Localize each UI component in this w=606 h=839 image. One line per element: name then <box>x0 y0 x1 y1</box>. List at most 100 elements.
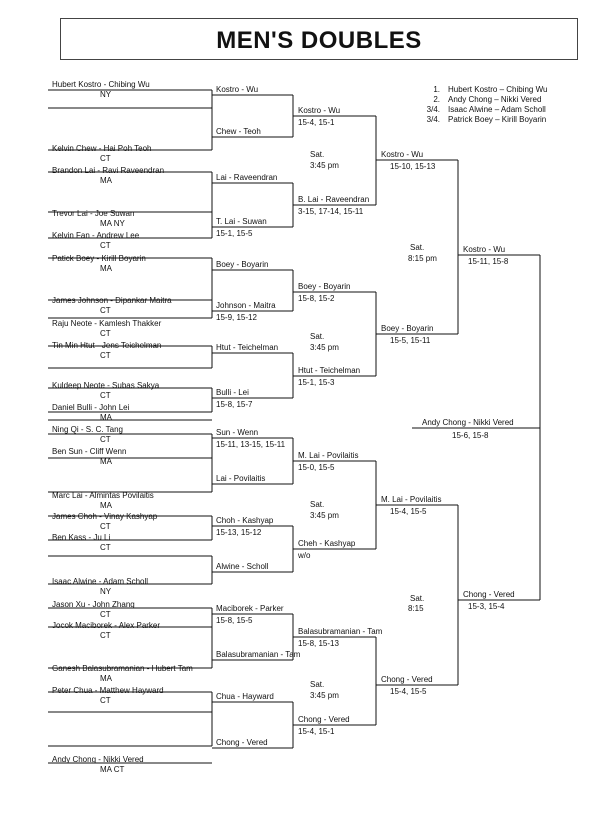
entry-region: MA <box>100 457 112 466</box>
seed-row: 1. Hubert Kostro – Chibing Wu <box>420 85 547 95</box>
seed-team: Hubert Kostro – Chibing Wu <box>448 85 548 94</box>
round2-score: 15-4, 15-1 <box>298 727 335 736</box>
round3-winner: Boey - Boyarin <box>381 324 434 333</box>
match-time-day: Sat. <box>310 150 325 159</box>
seed-rank: 3/4. <box>426 105 440 114</box>
round3-winner: Chong - Vered <box>381 675 433 684</box>
round1-score: 15-1, 15-5 <box>216 229 253 238</box>
entry-region: CT <box>100 435 111 444</box>
entry-team: Brandon Lai - Ravi Raveendran <box>52 166 165 175</box>
entry-region: NY <box>100 90 112 99</box>
entry-region: MA <box>100 501 112 510</box>
round3-winner: Kostro - Wu <box>381 150 424 159</box>
entry-region: MA <box>100 413 112 422</box>
entry-team: Ben Kass - Ju Li <box>52 533 111 542</box>
page-title: MEN'S DOUBLES <box>216 27 422 54</box>
entry-team: Ben Sun - Cliff Wenn <box>52 447 127 456</box>
entry-team: James Johnson - Dipankar Maitra <box>52 296 172 305</box>
round1-winner: Lai - Povilaitis <box>216 474 266 483</box>
entry-team: Jason Xu - John Zhang <box>52 600 135 609</box>
round3-score: 15-10, 15-13 <box>390 162 436 171</box>
entry-team: Ganesh Balasubramanian - Hubert Tam <box>52 664 193 673</box>
champion-name: Andy Chong - Nikki Vered <box>422 418 514 427</box>
entry-team: Patick Boey - Kirill Boyarin <box>52 254 146 263</box>
round2-winner: M. Lai - Povilaitis <box>298 451 359 460</box>
round1-score: 15-13, 15-12 <box>216 528 262 537</box>
round2-score: 15-0, 15-5 <box>298 463 335 472</box>
round2-winner: Kostro - Wu <box>298 106 341 115</box>
entry-region: MA CT <box>100 765 125 774</box>
entry-region: CT <box>100 351 111 360</box>
seed-rank: 1. <box>433 85 440 94</box>
round3-score: 15-5, 15-11 <box>390 336 431 345</box>
round2-score: 3-15, 17-14, 15-11 <box>298 207 364 216</box>
round3-score: 15-4, 15-5 <box>390 507 427 516</box>
round1-winner: Chong - Vered <box>216 738 268 747</box>
entry-region: MA <box>100 176 112 185</box>
entry-team: James Choh - Vinay Kashyap <box>52 512 158 521</box>
match-time: 8:15 <box>408 604 424 613</box>
round2-winner: B. Lai - Raveendran <box>298 195 370 204</box>
entry-team: Kelvin Chew - Hai Poh Teoh <box>52 144 152 153</box>
seed-team: Andy Chong – Nikki Vered <box>448 95 542 104</box>
seed-rank: 3/4. <box>426 115 440 124</box>
seed-row: 3/4. Isaac Alwine – Adam Scholl <box>420 105 547 115</box>
match-time: 3:45 pm <box>310 511 339 520</box>
entry-region: CT <box>100 522 111 531</box>
seed-row: 3/4. Patrick Boey – Kirill Boyarin <box>420 115 547 125</box>
round4-score: 15-3, 15-4 <box>468 602 505 611</box>
entry-team: Hubert Kostro - Chibing Wu <box>52 80 150 89</box>
entry-region: CT <box>100 543 111 552</box>
round1-winner: T. Lai - Suwan <box>216 217 267 226</box>
round1-score: 15-11, 13-15, 15-11 <box>216 440 286 449</box>
round4-winner: Kostro - Wu <box>463 245 506 254</box>
round4-score: 15-11, 15-8 <box>468 257 509 266</box>
round2-score: 15-1, 15-3 <box>298 378 335 387</box>
round2-score: 15-8, 15-2 <box>298 294 335 303</box>
entry-region: MA <box>100 264 112 273</box>
match-time: 3:45 pm <box>310 691 339 700</box>
round3-winner: M. Lai - Povilaitis <box>381 495 442 504</box>
round1-winner: Johnson - Maitra <box>216 301 276 310</box>
round2-winner: Cheh - Kashyap <box>298 539 356 548</box>
match-time-day: Sat. <box>410 594 425 603</box>
match-time-day: Sat. <box>410 243 425 252</box>
seed-rank: 2. <box>433 95 440 104</box>
entry-team: Raju Neote - Kamlesh Thakker <box>52 319 162 328</box>
round1-score: 15-8, 15-7 <box>216 400 253 409</box>
seed-team: Patrick Boey – Kirill Boyarin <box>448 115 547 124</box>
round1-winner: Bulli - Lei <box>216 388 249 397</box>
entry-team: Daniel Bulli - John Lei <box>52 403 130 412</box>
entry-region: CT <box>100 241 111 250</box>
match-time: 3:45 pm <box>310 161 339 170</box>
round2-winner: Balasubramanian - Tam <box>298 627 383 636</box>
round2-score: 15-8, 15-13 <box>298 639 339 648</box>
entry-region: CT <box>100 306 111 315</box>
round2-score: w/o <box>298 551 311 560</box>
entry-team: Trevor Lai - Joe Suwan <box>52 209 135 218</box>
entry-region: CT <box>100 154 111 163</box>
entry-team: Tin Min Htut - Jens Teichelman <box>52 341 162 350</box>
entry-team: Ning Qi - S. C. Tang <box>52 425 123 434</box>
seed-row: 2. Andy Chong – Nikki Vered <box>420 95 547 105</box>
round2-winner: Chong - Vered <box>298 715 350 724</box>
round2-winner: Htut - Teichelman <box>298 366 361 375</box>
entry-region: CT <box>100 329 111 338</box>
entry-region: CT <box>100 631 111 640</box>
round1-score: 15-9, 15-12 <box>216 313 257 322</box>
entry-team: Marc Lai - Almintas Povilaitis <box>52 491 154 500</box>
seed-team: Isaac Alwine – Adam Scholl <box>448 105 546 114</box>
entry-team: Andy Chong - Nikki Vered <box>52 755 144 764</box>
match-time-day: Sat. <box>310 680 325 689</box>
round2-winner: Boey - Boyarin <box>298 282 351 291</box>
round1-winner: Alwine - Scholl <box>216 562 269 571</box>
entry-region: CT <box>100 391 111 400</box>
champion-score: 15-6, 15-8 <box>452 431 489 440</box>
round1-winner: Chua - Hayward <box>216 692 274 701</box>
round1-winner: Kostro - Wu <box>216 85 259 94</box>
round1-winner: Balasubramanian - Tam <box>216 650 301 659</box>
entry-team: Kuldeep Neote - Subas Sakya <box>52 381 160 390</box>
entry-team: Isaac Alwine - Adam Scholl <box>52 577 149 586</box>
round1-winner: Boey - Boyarin <box>216 260 269 269</box>
entry-region: NY <box>100 587 112 596</box>
